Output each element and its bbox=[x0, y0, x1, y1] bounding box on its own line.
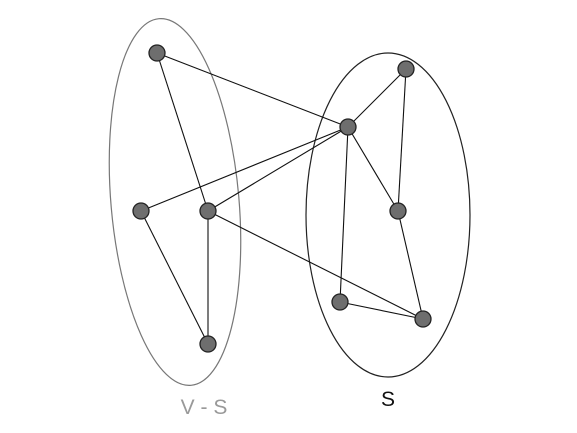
set-v-minus-s-outline bbox=[108, 18, 242, 386]
edge-c-f bbox=[207, 126, 349, 212]
edges bbox=[140, 52, 424, 345]
edge-e-f bbox=[347, 68, 407, 128]
edge-f-g bbox=[347, 126, 399, 212]
edge-c-i bbox=[207, 210, 424, 320]
set-labels: V - S S bbox=[181, 388, 395, 419]
vertex-f bbox=[339, 118, 357, 136]
vertex-d bbox=[199, 335, 217, 353]
vertex-e bbox=[397, 60, 415, 78]
set-s-label: S bbox=[381, 388, 395, 411]
vertices bbox=[132, 44, 432, 353]
edge-b-f bbox=[140, 126, 349, 212]
set-outlines bbox=[108, 18, 471, 386]
edge-f-h bbox=[339, 126, 349, 303]
set-s-outline bbox=[305, 52, 471, 378]
vertex-g bbox=[389, 202, 407, 220]
vertex-c bbox=[199, 202, 217, 220]
vertex-a bbox=[148, 44, 166, 62]
edge-g-i bbox=[397, 210, 424, 320]
edge-h-i bbox=[339, 301, 424, 320]
vertex-i bbox=[414, 310, 432, 328]
vertex-b bbox=[132, 202, 150, 220]
edge-a-f bbox=[156, 52, 349, 128]
edge-b-d bbox=[140, 210, 209, 345]
vertex-h bbox=[331, 293, 349, 311]
set-v-minus-s-label: V - S bbox=[181, 396, 228, 419]
edge-e-g bbox=[397, 68, 407, 212]
edge-a-c bbox=[156, 52, 209, 212]
